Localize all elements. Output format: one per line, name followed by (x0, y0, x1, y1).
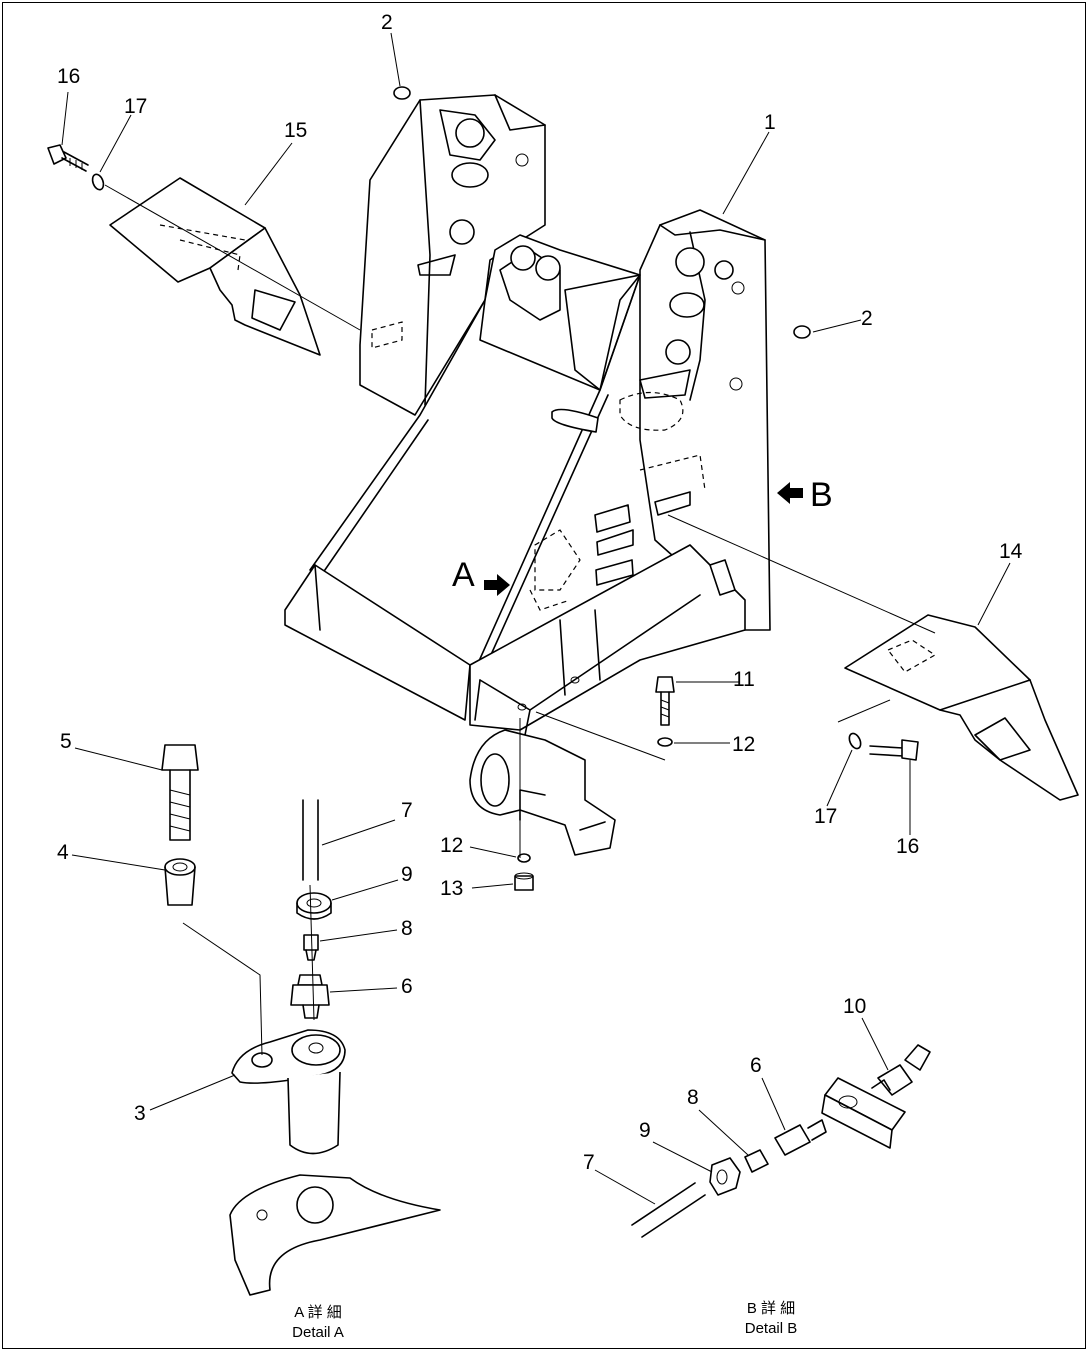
callout-1: 1 (764, 111, 776, 134)
callout-16: 16 (896, 835, 920, 858)
arrow-b-icon (777, 482, 803, 504)
callout-3: 3 (134, 1102, 146, 1125)
callout-13: 13 (440, 877, 464, 900)
fasteners-main-view (47, 86, 919, 891)
leader-lines (61, 32, 1011, 1205)
detail-a-caption: Detail A (292, 1324, 344, 1341)
callout-12: 12 (732, 733, 756, 756)
main-frame-part-1 (284, 94, 771, 856)
callout-5: 5 (60, 730, 72, 753)
callout-4: 4 (57, 841, 69, 864)
detail-b-drawing (631, 1044, 931, 1238)
detail-a-caption-jp: A 詳 細 (294, 1304, 342, 1321)
callout-8: 8 (401, 917, 413, 940)
view-marker-b: B (810, 476, 833, 514)
callout-17: 17 (124, 95, 148, 118)
callout-6: 6 (401, 975, 413, 998)
callout-11: 11 (733, 668, 755, 691)
callout-7: 7 (401, 799, 413, 822)
arrow-a-icon (484, 574, 510, 596)
view-marker-a: A (452, 556, 475, 594)
callout-2: 2 (381, 11, 393, 34)
detail-a-drawing (161, 744, 441, 1296)
callout-8: 8 (687, 1086, 699, 1109)
callout-7: 7 (583, 1151, 595, 1174)
callout-10: 10 (843, 995, 867, 1018)
callout-16: 16 (57, 65, 81, 88)
callout-14: 14 (999, 540, 1023, 563)
callout-15: 15 (284, 119, 308, 142)
step-part-14 (844, 614, 1079, 801)
callout-9: 9 (639, 1119, 651, 1142)
callout-17: 17 (814, 805, 838, 828)
callout-2: 2 (861, 307, 873, 330)
detail-b-caption: Detail B (744, 1320, 798, 1337)
detail-b-caption-jp: B 詳 細 (746, 1300, 796, 1317)
step-part-15 (109, 177, 321, 356)
callout-12: 12 (440, 834, 464, 857)
callout-9: 9 (401, 863, 413, 886)
callout-6: 6 (750, 1054, 762, 1077)
